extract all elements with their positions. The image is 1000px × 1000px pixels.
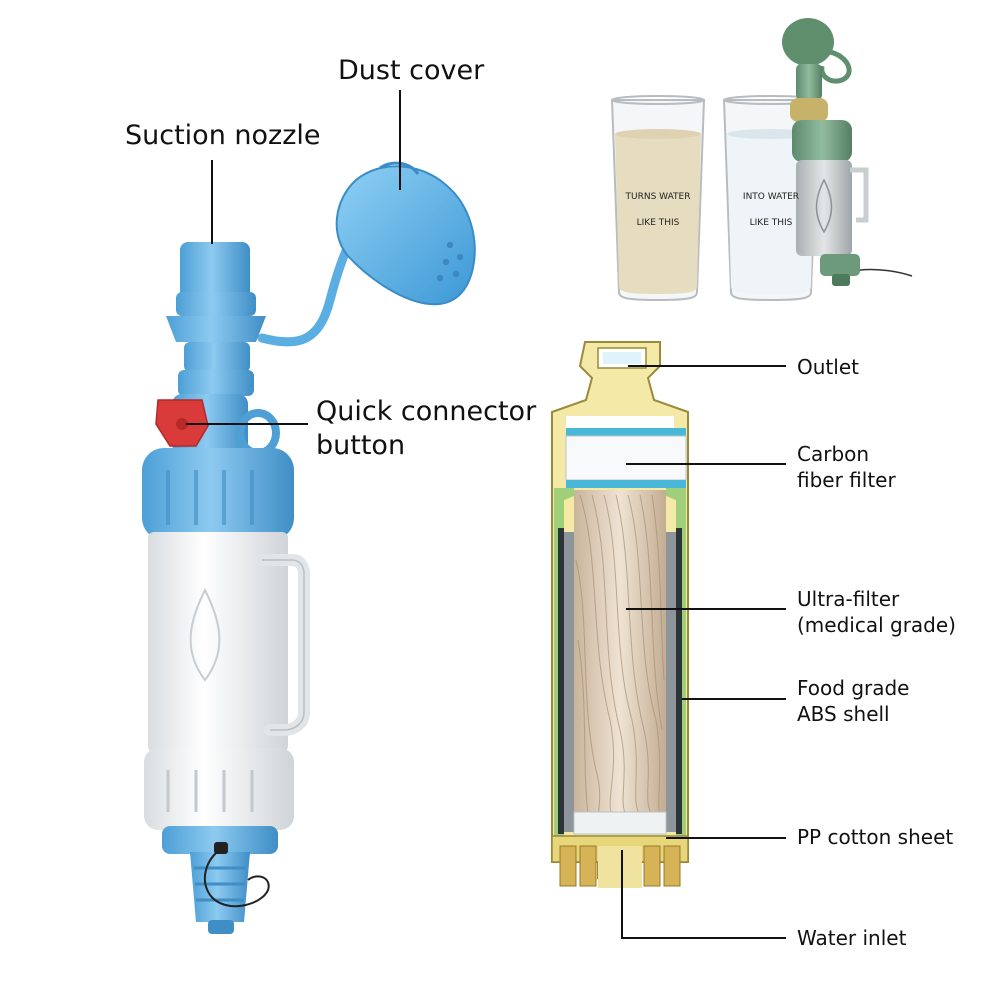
clean-glass-text-1: INTO WATER bbox=[742, 192, 800, 202]
label-carbon-2: fiber filter bbox=[797, 468, 896, 492]
label-ultra-2: (medical grade) bbox=[797, 613, 956, 637]
label-water-inlet: Water inlet bbox=[797, 926, 907, 950]
label-carbon-1: Carbon bbox=[797, 442, 870, 466]
label-outlet: Outlet bbox=[797, 355, 859, 379]
straw-filter-illustration bbox=[142, 90, 476, 934]
clean-glass-text-2: LIKE THIS bbox=[749, 218, 793, 228]
label-quick-connector-2: button bbox=[316, 430, 406, 461]
label-pp-cotton: PP cotton sheet bbox=[797, 825, 954, 849]
suction-nozzle-icon bbox=[166, 242, 266, 396]
label-shell-1: Food grade bbox=[797, 676, 910, 700]
label-shell-2: ABS shell bbox=[797, 702, 890, 726]
water-comparison-photo bbox=[610, 18, 913, 302]
dust-cover-icon bbox=[335, 161, 476, 306]
dirty-water-glass bbox=[610, 95, 706, 302]
label-ultra-1: Ultra-filter bbox=[797, 587, 900, 611]
green-filter-icon bbox=[782, 18, 913, 286]
label-suction-nozzle: Suction nozzle bbox=[125, 120, 321, 151]
dirty-glass-text-2: LIKE THIS bbox=[636, 218, 680, 228]
quick-connector-button-icon bbox=[155, 399, 209, 447]
label-quick-connector-1: Quick connector bbox=[316, 396, 537, 427]
dirty-glass-text-1: TURNS WATER bbox=[625, 192, 691, 202]
label-dust-cover: Dust cover bbox=[338, 55, 485, 86]
cutaway-diagram bbox=[551, 341, 786, 939]
